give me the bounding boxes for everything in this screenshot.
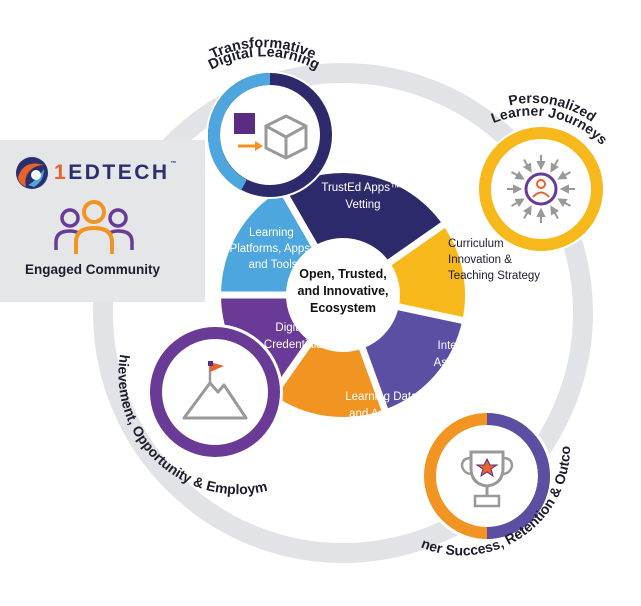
center-hub: Open, Trusted, and Innovative, Ecosystem <box>286 238 400 352</box>
segment-label-learning-data: Learning Data and Analytics <box>345 391 420 420</box>
wheel-segment-trusted-apps <box>282 173 443 295</box>
converging-arrow-head <box>557 198 568 207</box>
segment-label-integrated-assessment: Integrated Assessment <box>434 340 497 369</box>
center-label-line-2: and Innovative, <box>298 284 389 298</box>
converging-arrow-head <box>536 207 546 217</box>
converging-arrow-head <box>557 171 568 180</box>
logo-trademark: ™ <box>170 161 180 167</box>
converging-arrow-head <box>514 171 525 180</box>
logo-prefix: 1 <box>54 161 69 184</box>
community-icon <box>54 200 134 254</box>
segment-label-digital-credentials: Digital Credentials <box>264 322 322 351</box>
focused-learner-icon <box>507 155 575 223</box>
converging-arrow-head <box>523 205 532 216</box>
converging-arrow-head <box>536 161 546 171</box>
brand-panel: 1EDTECH™ Engaged Community <box>0 140 205 302</box>
logo-mark-icon <box>16 157 48 189</box>
mountain-flag-icon <box>182 361 248 420</box>
trophy-icon <box>460 450 514 508</box>
converging-arrow-head <box>559 184 569 194</box>
wheel-segment-learning-data <box>273 295 385 417</box>
segment-label-learning-platforms: Learning Platforms, Apps, and Tools <box>230 227 317 271</box>
center-label-line-1: Open, Trusted, <box>299 267 387 281</box>
segment-labels: TrustEd Apps™ Vetting Curriculum Innovat… <box>230 182 541 420</box>
logo-text: 1EDTECH™ <box>54 161 179 185</box>
center-label-line-3: Ecosystem <box>310 301 376 315</box>
logo-name: EDTECH <box>68 161 170 184</box>
outcome-transformative: Transformative Digital Learning <box>206 35 334 199</box>
converging-arrow-head <box>550 162 559 173</box>
converging-arrow-head <box>550 205 559 216</box>
logo: 1EDTECH™ <box>14 155 179 191</box>
segment-label-trusted-apps: TrustEd Apps™ Vetting <box>321 182 404 211</box>
community-label: Engaged Community <box>24 262 160 277</box>
converging-arrow-head <box>513 184 523 194</box>
segment-label-curriculum: Curriculum Innovation & Teaching Strateg… <box>448 238 540 282</box>
converging-arrow-head <box>523 162 532 173</box>
cube-transform-icon <box>234 113 308 160</box>
outcome-personalized: Personalized Learner Journeys <box>477 90 611 253</box>
outer-ring <box>93 63 593 563</box>
converging-arrow-head <box>514 198 525 207</box>
